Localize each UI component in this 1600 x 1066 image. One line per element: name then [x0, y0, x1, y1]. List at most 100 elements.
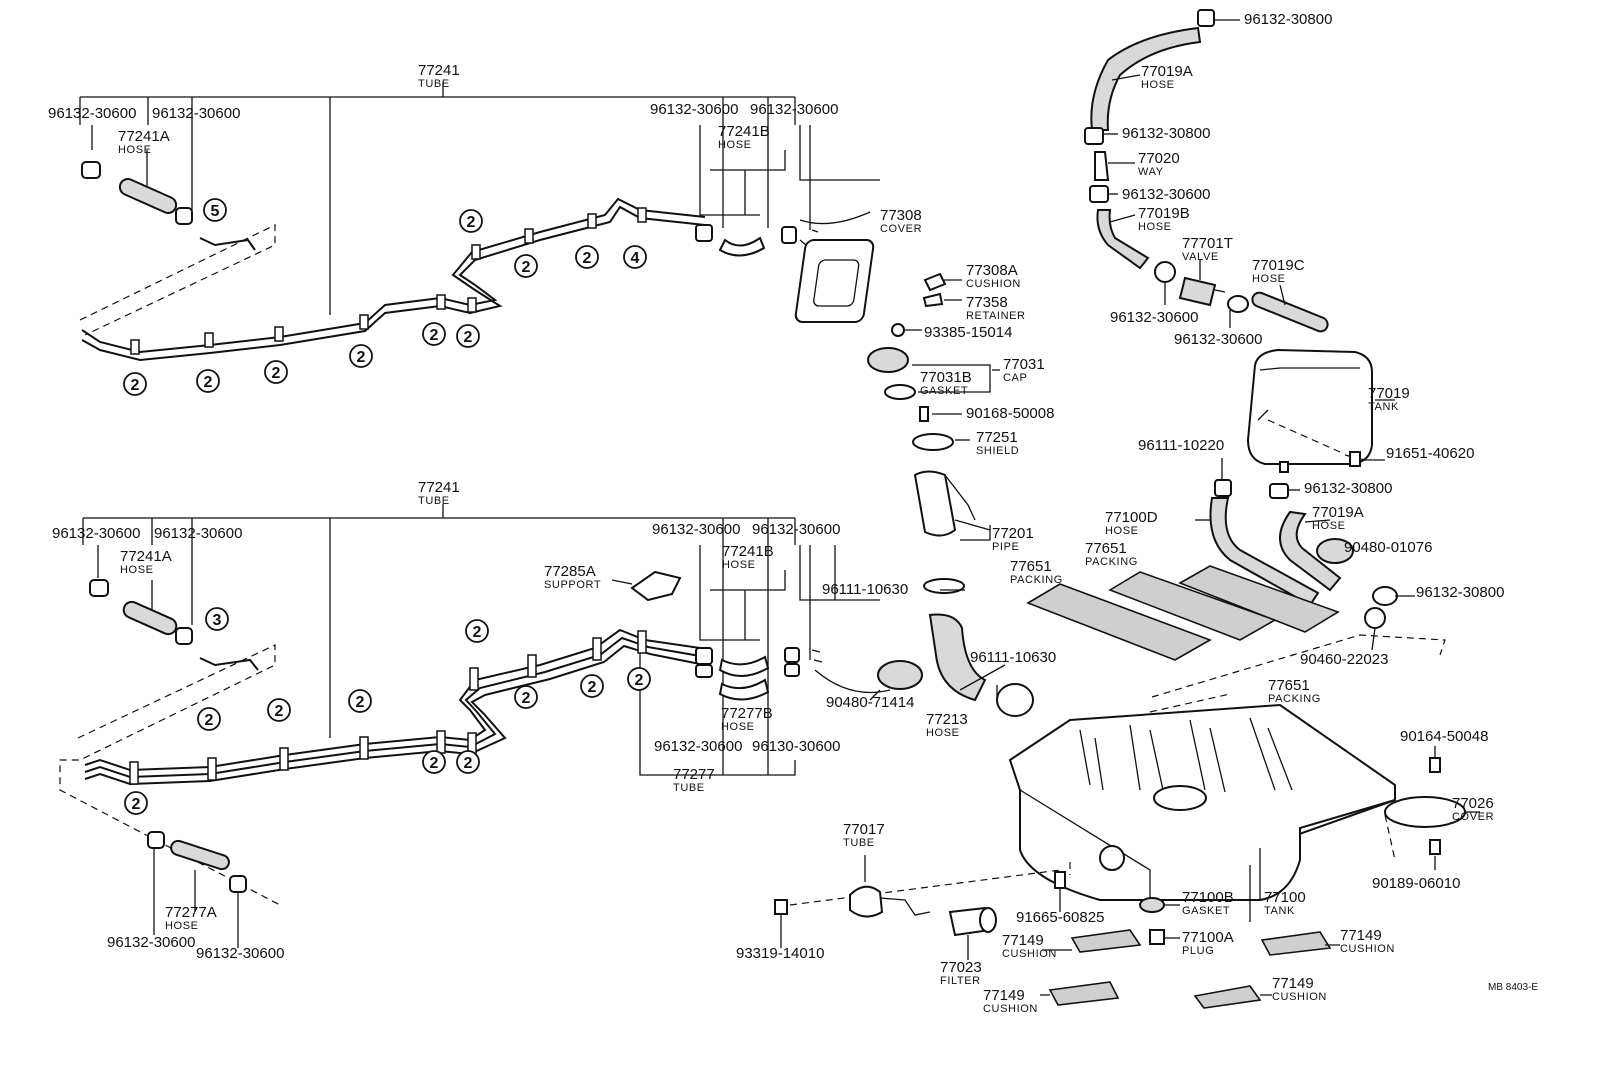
part-number-label: 77100B: [1182, 889, 1234, 906]
reference-callout: 2: [349, 344, 373, 368]
tube-77017: [849, 885, 884, 918]
part-name-label: SHIELD: [976, 445, 1019, 457]
part-name-label: PLUG: [1182, 945, 1214, 957]
reference-callout: 2: [465, 619, 489, 643]
part-number-label: 96132-30800: [1244, 11, 1332, 28]
part-number-label: 93319-14010: [736, 945, 824, 962]
part-number-label: 77241B: [722, 543, 774, 560]
part-number-label: 77213: [926, 711, 968, 728]
svg-text:2: 2: [205, 712, 214, 729]
part-number-label: 77241: [418, 62, 460, 79]
diagram-code: MB 8403-E: [1488, 982, 1538, 993]
part-number-label: 77277A: [165, 904, 217, 921]
part-number-label: 93385-15014: [924, 324, 1012, 341]
part-number-label: 77651: [1268, 677, 1310, 694]
part-name-label: CUSHION: [983, 1003, 1038, 1015]
svg-text:2: 2: [464, 755, 473, 772]
part-number-label: 77285A: [544, 563, 596, 580]
part-number-label: 90189-06010: [1372, 875, 1460, 892]
part-number-label: 77308: [880, 207, 922, 224]
part-name-label: PACKING: [1268, 693, 1321, 705]
reference-callout: 5: [203, 198, 227, 222]
way-77020: [1094, 151, 1110, 181]
svg-text:2: 2: [356, 694, 365, 711]
part-number-label: 77019A: [1141, 63, 1193, 80]
part-number-label: 77651: [1010, 558, 1052, 575]
fuel-tank-77100: [1008, 703, 1396, 901]
part-name-label: GASKET: [920, 385, 968, 397]
part-name-label: VALVE: [1182, 251, 1219, 263]
part-name-label: HOSE: [1312, 520, 1346, 532]
svg-text:2: 2: [522, 690, 531, 707]
pipe-77201: [913, 470, 957, 537]
part-name-label: CAP: [1003, 372, 1027, 384]
reference-callout: 2: [456, 324, 480, 348]
packing-77651: [1178, 565, 1340, 633]
svg-text:2: 2: [467, 214, 476, 231]
upper-tube-assembly: [79, 82, 880, 362]
svg-text:2: 2: [522, 259, 531, 276]
reference-callout: 2: [514, 685, 538, 709]
part-name-label: CUSHION: [1340, 943, 1395, 955]
grommet-90480-71414: [877, 660, 923, 690]
svg-text:2: 2: [204, 374, 213, 391]
hose-77241a: [118, 178, 178, 214]
svg-text:2: 2: [430, 755, 439, 772]
part-number-label: 77023: [940, 959, 982, 976]
reference-callout: 2: [348, 689, 372, 713]
part-number-label: 96132-30600: [52, 525, 140, 542]
reference-callout: 2: [196, 369, 220, 393]
reference-callout: 2: [580, 674, 604, 698]
hose-77213: [928, 613, 987, 702]
part-name-label: TANK: [1368, 401, 1399, 413]
reference-callout: 2: [459, 209, 483, 233]
reference-callout: 2: [422, 750, 446, 774]
part-name-label: CUSHION: [966, 278, 1021, 290]
part-number-label: 96132-30600: [652, 521, 740, 538]
part-name-label: HOSE: [1138, 221, 1172, 233]
reference-callout: 2: [264, 360, 288, 384]
grommet-90480-01076: [1316, 538, 1354, 564]
part-number-label: 90480-71414: [826, 694, 914, 711]
part-number-label: 96132-30600: [196, 945, 284, 962]
clamp-96132-30600: [175, 207, 193, 225]
svg-text:2: 2: [272, 365, 281, 382]
part-name-label: CUSHION: [1002, 948, 1057, 960]
clamp-96132-30600: [81, 161, 101, 179]
hose-77241a: [122, 600, 178, 636]
part-name-label: HOSE: [1141, 79, 1175, 91]
svg-text:2: 2: [635, 672, 644, 689]
part-number-label: 77241B: [718, 123, 770, 140]
part-number-label: 77020: [1138, 150, 1180, 167]
part-number-label: 90168-50008: [966, 405, 1054, 422]
part-number-label: 77149: [983, 987, 1025, 1004]
hose-77019a: [1279, 510, 1342, 592]
part-name-label: HOSE: [1105, 525, 1139, 537]
part-number-label: 90480-01076: [1344, 539, 1432, 556]
part-name-label: GASKET: [1182, 905, 1230, 917]
part-number-label: 77100: [1264, 889, 1306, 906]
part-number-label: 77277: [673, 766, 715, 783]
part-number-label: 77017: [843, 821, 885, 838]
part-name-label: HOSE: [722, 559, 756, 571]
part-name-label: HOSE: [120, 564, 154, 576]
svg-text:2: 2: [430, 327, 439, 344]
reference-callout: 2: [627, 667, 651, 691]
part-number-label: 77100D: [1105, 509, 1158, 526]
part-number-label: 96111-10220: [1138, 437, 1224, 454]
part-number-label: 96111-10630: [822, 581, 908, 598]
part-name-label: COVER: [1452, 811, 1494, 823]
sender-filter-cushions: [774, 855, 1340, 1009]
cushion-77149: [1193, 985, 1262, 1009]
cap-77031: [867, 347, 909, 373]
part-number-label: 77026: [1452, 795, 1494, 812]
part-name-label: TUBE: [418, 495, 450, 507]
part-number-label: 96132-30600: [752, 521, 840, 538]
part-name-label: TANK: [1264, 905, 1295, 917]
tank-top-fittings: [1026, 458, 1446, 713]
part-number-label: 77308A: [966, 262, 1018, 279]
svg-text:3: 3: [213, 612, 222, 629]
part-name-label: HOSE: [721, 721, 755, 733]
